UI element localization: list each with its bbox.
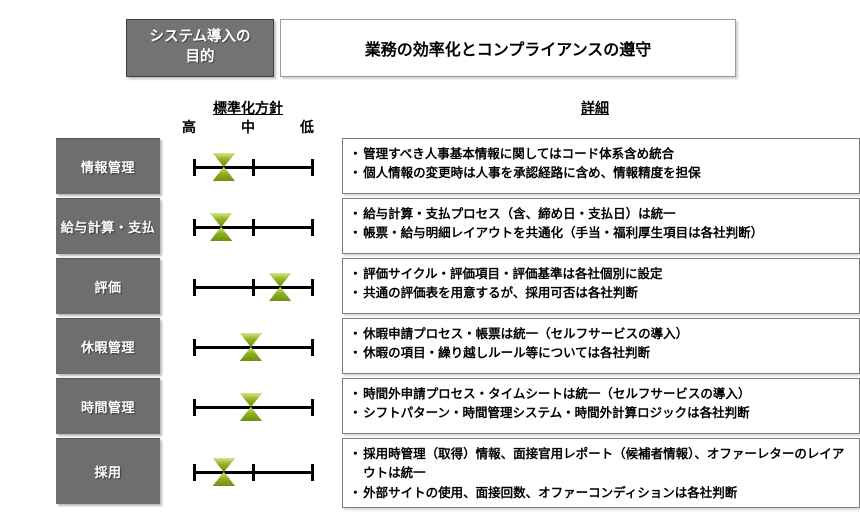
matrix-row: 情報管理 管理すべき人事基本情報に関してはコード体系含め統合個人情報の変更時は人事… [0, 138, 860, 194]
policy-marker-1[interactable] [210, 213, 233, 241]
detail-bullet: 休暇の項目・繰り越しルール等については各社判断 [349, 343, 853, 363]
matrix-row: 採用 採用時管理（取得）情報、面接官用レポート（候補者情報）、オファーレターのレイ… [0, 438, 860, 509]
policy-marker-5[interactable] [212, 458, 235, 486]
scale-tick-2 [311, 219, 315, 236]
policy-marker-4[interactable] [239, 393, 262, 421]
category-label-5[interactable]: 採用 [56, 438, 161, 504]
detail-box-4: 時間外申請プロセス・タイムシートは統一（セルフサービスの導入）シフトパターン・時… [342, 378, 860, 434]
detail-column-heading: 詳細 [581, 101, 609, 117]
scale-tick-1 [252, 159, 256, 176]
scale-tick-2 [311, 159, 315, 176]
scale-tick-0 [193, 464, 197, 481]
detail-list: 評価サイクル・評価項目・評価基準は各社個別に設定共通の評価表を用意するが、採用可… [349, 264, 853, 303]
detail-bullet: 個人情報の変更時は人事を承認経路に含め、情報精度を担保 [349, 163, 853, 183]
matrix-row: 休暇管理 休暇申請プロセス・帳票は統一（セルフサービスの導入）休暇の項目・繰り越し… [0, 318, 860, 374]
policy-scale-2 [182, 258, 338, 314]
policy-scale-4 [182, 378, 338, 434]
scale-label-0: 高 [182, 120, 196, 136]
scale-tick-2 [311, 279, 315, 296]
detail-bullet: 共通の評価表を用意するが、採用可否は各社判断 [349, 283, 853, 303]
policy-scale-1 [182, 198, 338, 254]
policy-marker-0[interactable] [212, 153, 235, 181]
detail-list: 管理すべき人事基本情報に関してはコード体系含め統合個人情報の変更時は人事を承認経… [349, 144, 853, 183]
category-label-0[interactable]: 情報管理 [56, 138, 161, 194]
policy-scale-0 [182, 138, 338, 194]
detail-bullet: 給与計算・支払プロセス（含、締め日・支払日）は統一 [349, 204, 853, 224]
detail-box-3: 休暇申請プロセス・帳票は統一（セルフサービスの導入）休暇の項目・繰り越しルール等… [342, 318, 860, 374]
matrix-row: 給与計算・支払 給与計算・支払プロセス（含、締め日・支払日）は統一帳票・給与明細レ… [0, 198, 860, 254]
policy-marker-3[interactable] [239, 333, 262, 361]
detail-bullet: 採用時管理（取得）情報、面接官用レポート（候補者情報）、オファーレターのレイアウ… [349, 444, 853, 483]
purpose-header: システム導入の 目的 業務の効率化とコンプライアンスの遵守 [126, 19, 736, 77]
category-label-4[interactable]: 時間管理 [56, 378, 161, 434]
detail-bullet: 管理すべき人事基本情報に関してはコード体系含め統合 [349, 144, 853, 164]
scale-label-2: 低 [300, 120, 314, 136]
scale-tick-2 [311, 339, 315, 356]
detail-list: 時間外申請プロセス・タイムシートは統一（セルフサービスの導入）シフトパターン・時… [349, 384, 853, 423]
scale-label-1: 中 [241, 120, 255, 136]
detail-bullet: 帳票・給与明細レイアウトを共通化（手当・福利厚生項目は各社判断） [349, 223, 853, 243]
category-label-3[interactable]: 休暇管理 [56, 318, 161, 374]
scale-tick-1 [252, 464, 256, 481]
detail-list: 給与計算・支払プロセス（含、締め日・支払日）は統一帳票・給与明細レイアウトを共通… [349, 204, 853, 243]
detail-bullet: 評価サイクル・評価項目・評価基準は各社個別に設定 [349, 264, 853, 284]
scale-tick-0 [193, 159, 197, 176]
detail-box-2: 評価サイクル・評価項目・評価基準は各社個別に設定共通の評価表を用意するが、採用可… [342, 258, 860, 314]
scale-tick-0 [193, 339, 197, 356]
scale-tick-0 [193, 399, 197, 416]
category-label-1[interactable]: 給与計算・支払 [56, 198, 161, 254]
scale-tick-1 [252, 279, 256, 296]
policy-scale-5 [182, 438, 338, 504]
purpose-label: システム導入の 目的 [126, 19, 274, 77]
scale-tick-0 [193, 279, 197, 296]
scale-tick-0 [193, 219, 197, 236]
detail-bullet: 時間外申請プロセス・タイムシートは統一（セルフサービスの導入） [349, 384, 853, 404]
policy-marker-2[interactable] [269, 273, 292, 301]
policy-column-heading: 標準化方針 [213, 101, 283, 117]
detail-list: 採用時管理（取得）情報、面接官用レポート（候補者情報）、オファーレターのレイアウ… [349, 444, 853, 503]
scale-tick-1 [252, 219, 256, 236]
purpose-value: 業務の効率化とコンプライアンスの遵守 [280, 19, 736, 77]
detail-list: 休暇申請プロセス・帳票は統一（セルフサービスの導入）休暇の項目・繰り越しルール等… [349, 324, 853, 363]
detail-box-0: 管理すべき人事基本情報に関してはコード体系含め統合個人情報の変更時は人事を承認経… [342, 138, 860, 194]
scale-tick-2 [311, 399, 315, 416]
detail-bullet: 外部サイトの使用、面接回数、オファーコンディションは各社判断 [349, 483, 853, 503]
matrix-row: 評価 評価サイクル・評価項目・評価基準は各社個別に設定共通の評価表を用意するが、採… [0, 258, 860, 314]
detail-box-5: 採用時管理（取得）情報、面接官用レポート（候補者情報）、オファーレターのレイアウ… [342, 438, 860, 509]
matrix-rows: 情報管理 管理すべき人事基本情報に関してはコード体系含め統合個人情報の変更時は人事… [0, 138, 860, 512]
matrix-row: 時間管理 時間外申請プロセス・タイムシートは統一（セルフサービスの導入）シフトパタ… [0, 378, 860, 434]
detail-box-1: 給与計算・支払プロセス（含、締め日・支払日）は統一帳票・給与明細レイアウトを共通… [342, 198, 860, 254]
detail-bullet: 休暇申請プロセス・帳票は統一（セルフサービスの導入） [349, 324, 853, 344]
scale-tick-labels: 高中低 [177, 117, 314, 137]
detail-bullet: シフトパターン・時間管理システム・時間外計算ロジックは各社判断 [349, 403, 853, 423]
category-label-2[interactable]: 評価 [56, 258, 161, 314]
policy-scale-3 [182, 318, 338, 374]
scale-tick-2 [311, 464, 315, 481]
